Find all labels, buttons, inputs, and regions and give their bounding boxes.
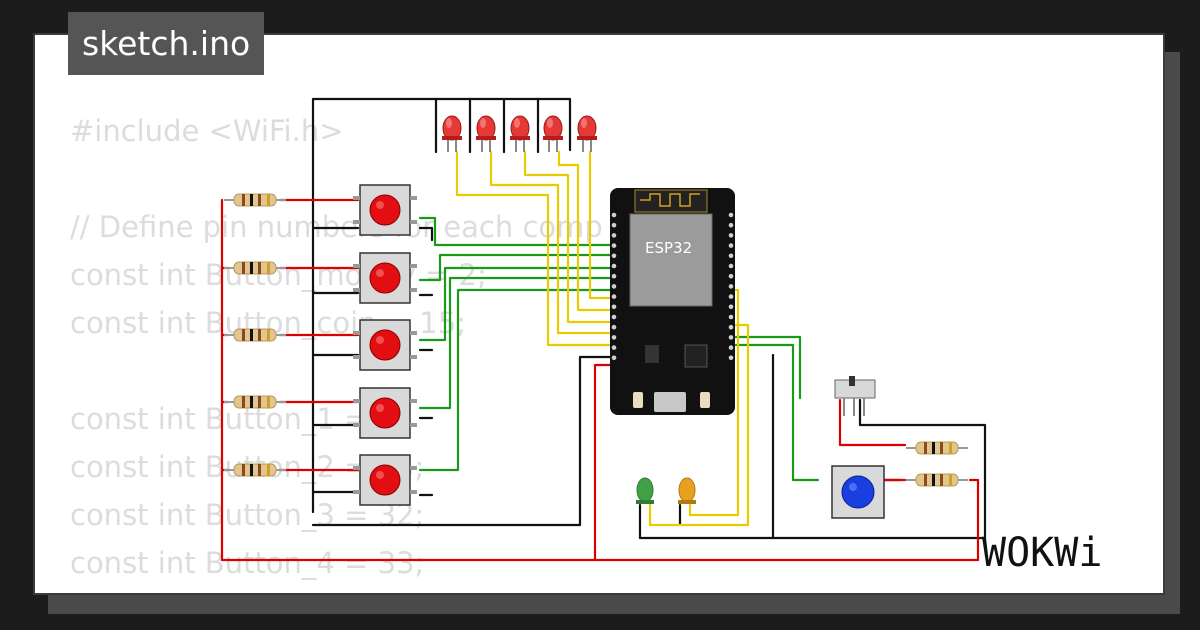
code-line: #include <WiFi.h> [70, 114, 344, 148]
push-button[interactable] [353, 454, 417, 506]
esp32-label: ESP32 [645, 239, 692, 257]
led-signal-wires [455, 150, 750, 527]
wokwi-logo-text: WOKWi [982, 530, 1102, 576]
esp32-pin [611, 284, 617, 289]
esp32-pin [611, 304, 617, 310]
status-led-yellow [678, 477, 696, 504]
esp32-pin [611, 233, 617, 238]
wokwi-logo: WOKWi [982, 530, 1102, 576]
esp32-pin [611, 253, 617, 259]
resistor [906, 473, 968, 487]
blue-push-button[interactable] [831, 465, 885, 519]
esp32-pin [611, 243, 617, 248]
red-led [476, 115, 496, 152]
code-line: const int Button_3 = 32; [70, 498, 425, 532]
resistors [224, 193, 968, 487]
resistor [224, 193, 286, 207]
esp32-pin [728, 273, 734, 279]
esp32-pin [611, 335, 617, 340]
esp32-pin [611, 294, 617, 299]
red-led [510, 115, 530, 152]
file-tab[interactable]: sketch.ino [68, 12, 265, 75]
push-button[interactable] [353, 387, 417, 439]
ground-wires [311, 97, 987, 540]
esp32-pin [611, 212, 617, 218]
esp32-pin [611, 345, 617, 350]
esp32-pin [611, 314, 617, 320]
esp32-pin [728, 233, 734, 238]
resistor [224, 261, 286, 275]
esp32-pin [728, 345, 734, 350]
esp32-pin [728, 314, 734, 320]
resistor [224, 395, 286, 409]
code-line: const int Button_4 = 33; [70, 546, 425, 580]
resistor [224, 463, 286, 477]
esp32-pin [728, 304, 734, 310]
esp32-pin [611, 355, 617, 361]
red-led [543, 115, 563, 152]
resistor [224, 328, 286, 342]
push-button[interactable] [353, 252, 417, 304]
push-button[interactable] [353, 184, 417, 236]
esp32-pin [611, 263, 617, 269]
esp32-pin [728, 263, 734, 269]
esp32-pin [728, 324, 734, 330]
button-signal-wires [418, 216, 820, 482]
esp32-board: ESP32 [610, 188, 735, 415]
push-button[interactable] [353, 319, 417, 371]
status-led-green [636, 477, 654, 504]
red-leds [442, 115, 597, 152]
slide-switch[interactable] [834, 376, 876, 416]
esp32-pin [728, 355, 734, 361]
esp32-pin [728, 335, 734, 340]
esp32-pin [611, 222, 617, 228]
red-led [442, 115, 462, 152]
push-buttons[interactable] [353, 184, 417, 506]
esp32-pin [611, 273, 617, 279]
esp32-pin [728, 294, 734, 299]
resistor [906, 441, 968, 455]
esp32-pin [728, 243, 734, 248]
esp32-pin [728, 212, 734, 218]
esp32-pin [728, 222, 734, 228]
esp32-pin [611, 324, 617, 330]
esp32-pin [728, 253, 734, 259]
esp32-pin [728, 284, 734, 289]
red-led [577, 115, 597, 152]
